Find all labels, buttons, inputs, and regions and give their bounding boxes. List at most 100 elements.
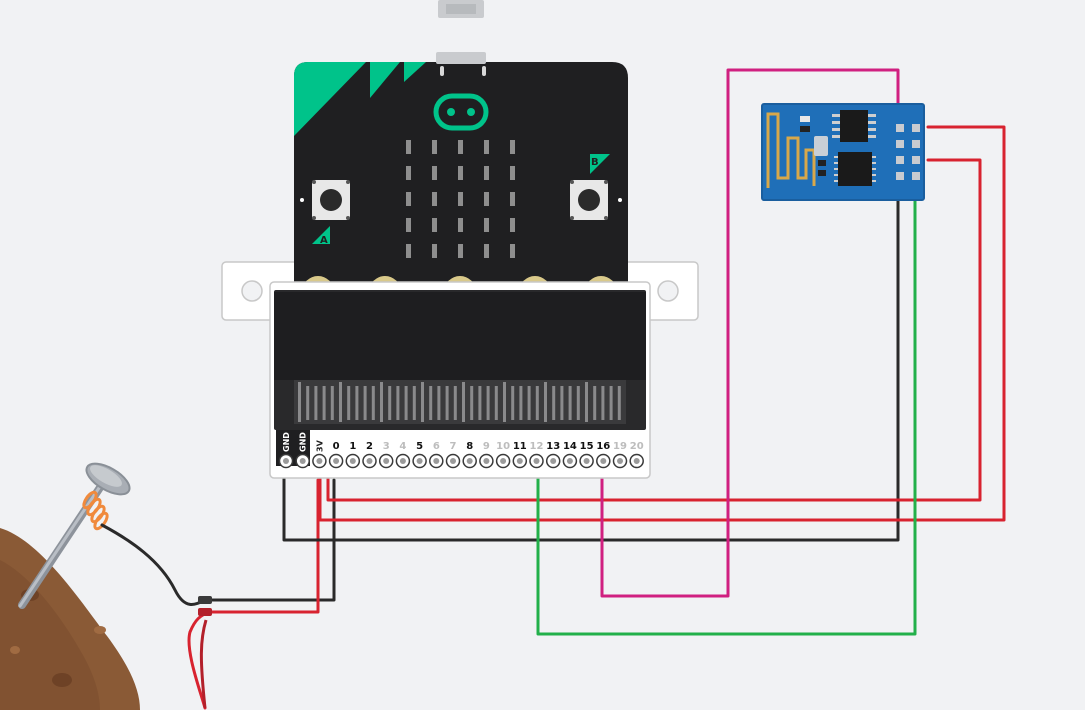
led — [510, 140, 515, 154]
pin-headers — [278, 453, 644, 469]
edge-contact — [437, 386, 441, 420]
pin-label: 15 — [580, 441, 594, 452]
pin-label: 4 — [399, 441, 406, 452]
pin-header[interactable] — [345, 453, 361, 469]
esp-chip — [838, 152, 872, 186]
edge-contact — [355, 386, 359, 420]
led — [406, 140, 411, 154]
edge-contact — [535, 386, 539, 420]
pin-header[interactable] — [512, 453, 528, 469]
microbit-board: A B — [221, 52, 699, 321]
edge-contact — [576, 386, 580, 420]
wire-red-3v-esp-b — [326, 158, 982, 502]
pin-header[interactable] — [328, 453, 344, 469]
mount-hole-right — [657, 280, 679, 302]
edge-contact — [445, 386, 449, 420]
edge-contact — [388, 386, 392, 420]
edge-contact — [347, 386, 351, 420]
pin-label: 1 — [349, 441, 356, 452]
edge-contact — [519, 386, 523, 420]
pin-label: 3V — [315, 439, 324, 452]
wires — [100, 68, 1006, 710]
pin-label: 8 — [466, 441, 473, 452]
nail-electrode — [18, 462, 131, 609]
button-a[interactable]: A — [300, 180, 350, 246]
pin-header[interactable] — [596, 453, 611, 469]
edge-contact — [568, 386, 572, 420]
led — [432, 192, 437, 206]
esp-header-pins — [894, 120, 920, 190]
edge-contact — [339, 382, 342, 422]
flash-chip — [840, 110, 868, 142]
pin-label: 0 — [333, 441, 340, 452]
led — [458, 140, 463, 154]
pin-header[interactable] — [629, 453, 644, 469]
edge-contact — [478, 386, 482, 420]
wire-red-probe — [187, 478, 320, 710]
pin-header[interactable] — [479, 453, 494, 469]
pin-label: 12 — [530, 441, 544, 452]
led — [432, 244, 437, 258]
pin-label: 13 — [546, 441, 560, 452]
pin-header[interactable] — [529, 453, 544, 469]
pin-header[interactable] — [295, 453, 310, 469]
led — [510, 192, 515, 206]
esp8266-module — [761, 103, 925, 201]
pin-label: 19 — [613, 441, 627, 452]
pin-header[interactable] — [612, 453, 628, 469]
pin-header[interactable] — [545, 453, 561, 469]
edge-contact — [585, 382, 588, 422]
edge-contact — [412, 386, 416, 420]
wire-red-3v-esp-a — [318, 125, 1006, 522]
usb-port — [436, 52, 486, 64]
usb-cable-icon — [438, 0, 484, 18]
edge-contact — [306, 386, 310, 420]
led — [432, 218, 437, 232]
pin-header[interactable] — [429, 453, 444, 469]
led — [432, 166, 437, 180]
edge-contact — [322, 386, 326, 420]
pin-header[interactable] — [278, 453, 294, 469]
edge-contact — [601, 386, 605, 420]
pin-header[interactable] — [462, 453, 477, 469]
edge-contact — [371, 386, 375, 420]
wire-green-pin12 — [536, 196, 917, 636]
edge-contact — [527, 386, 531, 420]
pin-label: 10 — [496, 441, 510, 452]
led — [484, 166, 489, 180]
soil-mound — [0, 528, 140, 710]
edge-contact — [298, 382, 301, 422]
edge-contact — [560, 386, 564, 420]
pin-header[interactable] — [395, 453, 411, 469]
pin-header[interactable] — [412, 453, 427, 469]
pin-header[interactable] — [445, 453, 461, 469]
edge-contact — [462, 382, 465, 422]
pin-header[interactable] — [312, 453, 327, 469]
led — [432, 140, 437, 154]
pin-header[interactable] — [495, 453, 511, 469]
edge-contact — [429, 386, 433, 420]
led — [484, 218, 489, 232]
pin-label: 2 — [366, 441, 373, 452]
edge-contact — [552, 386, 556, 420]
pin-label: 16 — [596, 441, 610, 452]
led — [406, 244, 411, 258]
edge-contact — [380, 382, 383, 422]
wire-magenta-pin16 — [600, 68, 900, 598]
edge-contact — [421, 382, 424, 422]
pin-label: GND — [299, 432, 308, 452]
edge-contact — [544, 382, 547, 422]
edge-contact — [486, 386, 490, 420]
led — [458, 192, 463, 206]
button-b[interactable]: B — [570, 154, 622, 220]
pin-header[interactable] — [378, 453, 394, 469]
pin-header[interactable] — [579, 453, 594, 469]
button-a-label: A — [320, 235, 328, 246]
led — [484, 140, 489, 154]
pin-header[interactable] — [562, 453, 578, 469]
pcb-antenna-icon — [766, 112, 816, 188]
pin-header[interactable] — [362, 453, 377, 469]
pin-label: 11 — [513, 441, 527, 452]
microbit-logo-icon[interactable] — [433, 93, 489, 131]
